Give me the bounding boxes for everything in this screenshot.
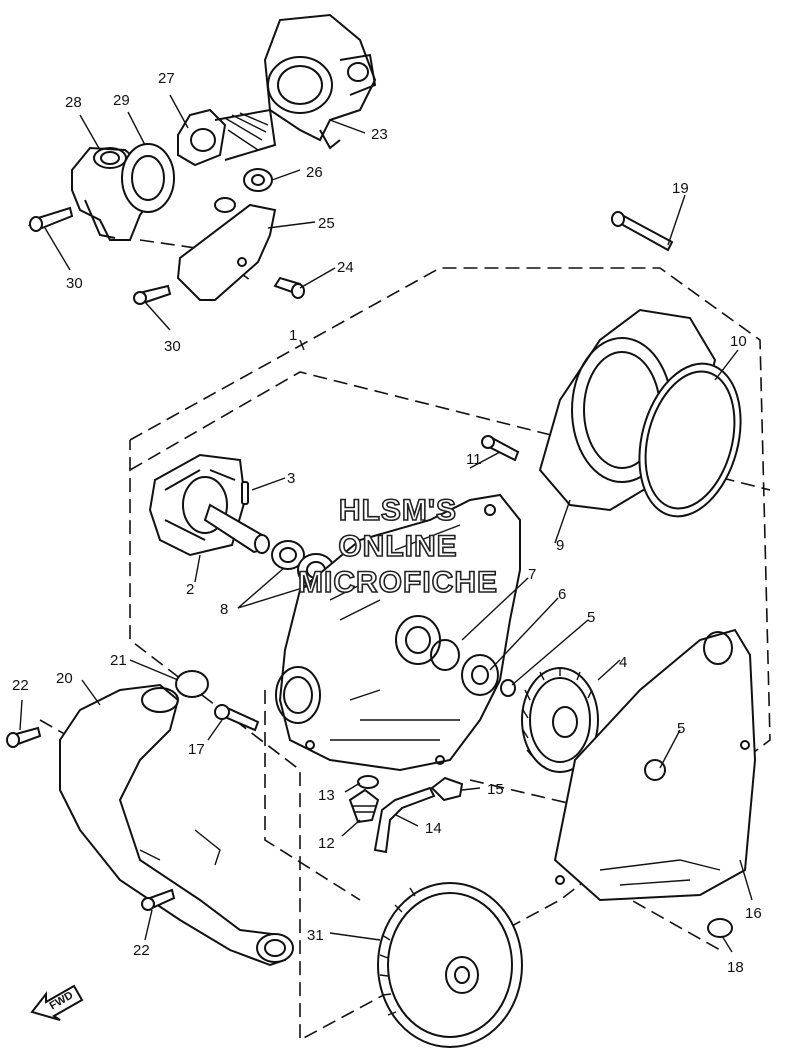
callout-31: 31 (307, 927, 324, 944)
callout-5-upper: 5 (587, 609, 595, 626)
watermark-line-1: HLSM'S (339, 494, 457, 527)
callout-19: 19 (672, 180, 689, 197)
callout-labels: 1 2 3 4 5 5 6 7 8 9 10 11 12 13 14 15 16… (12, 70, 762, 976)
callout-4: 4 (619, 654, 627, 671)
callout-11: 11 (466, 451, 482, 468)
bolt-30-lower (133, 284, 172, 305)
callout-3: 3 (287, 470, 295, 487)
bracket-25 (176, 197, 277, 301)
callout-5-lower: 5 (677, 720, 685, 737)
watermark-line-2: ONLINE (338, 530, 457, 563)
callout-20: 20 (56, 670, 73, 687)
pin-3 (241, 481, 249, 505)
bolt-30-upper (27, 206, 74, 232)
callout-7: 7 (528, 566, 536, 583)
callout-9: 9 (556, 537, 564, 554)
callout-21: 21 (110, 652, 127, 669)
bolt-22-lower (141, 888, 176, 911)
plug-18 (707, 918, 733, 938)
callout-13: 13 (318, 787, 335, 804)
callout-14: 14 (425, 820, 442, 837)
grommet-26 (243, 168, 273, 192)
callout-16: 16 (745, 905, 762, 922)
fwd-arrow-icon: FWD (30, 984, 84, 1021)
callout-23: 23 (371, 126, 388, 143)
water-pipe-20 (59, 683, 294, 967)
callout-30-upper: 30 (66, 275, 83, 292)
callout-12: 12 (318, 835, 335, 852)
callout-17: 17 (188, 741, 205, 758)
fitting-15 (430, 776, 464, 802)
fitting-12 (348, 788, 380, 824)
flywheel-31 (377, 882, 523, 1048)
circlip-5 (500, 679, 516, 697)
callout-2: 2 (186, 581, 194, 598)
callout-8: 8 (220, 601, 228, 618)
callout-10: 10 (730, 333, 747, 350)
callout-29: 29 (113, 92, 130, 109)
cover-gasket-16 (553, 628, 757, 902)
leader-lines (19, 94, 753, 953)
thermostat-27 (177, 108, 277, 167)
impeller-2 (148, 453, 270, 557)
o-ring-21 (175, 670, 209, 698)
hose-14 (373, 786, 436, 854)
bolt-22-left (6, 726, 42, 748)
callout-26: 26 (306, 164, 323, 181)
callout-25: 25 (318, 215, 335, 232)
callout-27: 27 (158, 70, 175, 87)
callout-6: 6 (558, 586, 566, 603)
bolt-11 (481, 435, 520, 462)
gasket-29 (121, 143, 175, 213)
callout-1: 1 (289, 327, 297, 344)
thermostat-cover-23 (263, 13, 377, 150)
bolt-19 (611, 211, 674, 252)
callout-24: 24 (337, 259, 354, 276)
callout-30-lower: 30 (164, 338, 181, 355)
watermark: HLSM'S ONLINE MICROFICHE (297, 493, 498, 600)
bolt-17 (214, 704, 260, 732)
pump-housing-1 (275, 493, 521, 772)
bolt-24 (273, 276, 305, 299)
callout-22-left: 22 (12, 677, 29, 694)
o-ring-10 (638, 362, 742, 518)
washer-13 (357, 775, 379, 789)
callout-22-lower: 22 (133, 942, 150, 959)
callout-28: 28 (65, 94, 82, 111)
callout-18: 18 (727, 959, 744, 976)
watermark-line-3: MICROFICHE (298, 566, 498, 599)
callout-15: 15 (487, 781, 504, 798)
gear-4 (521, 667, 599, 773)
